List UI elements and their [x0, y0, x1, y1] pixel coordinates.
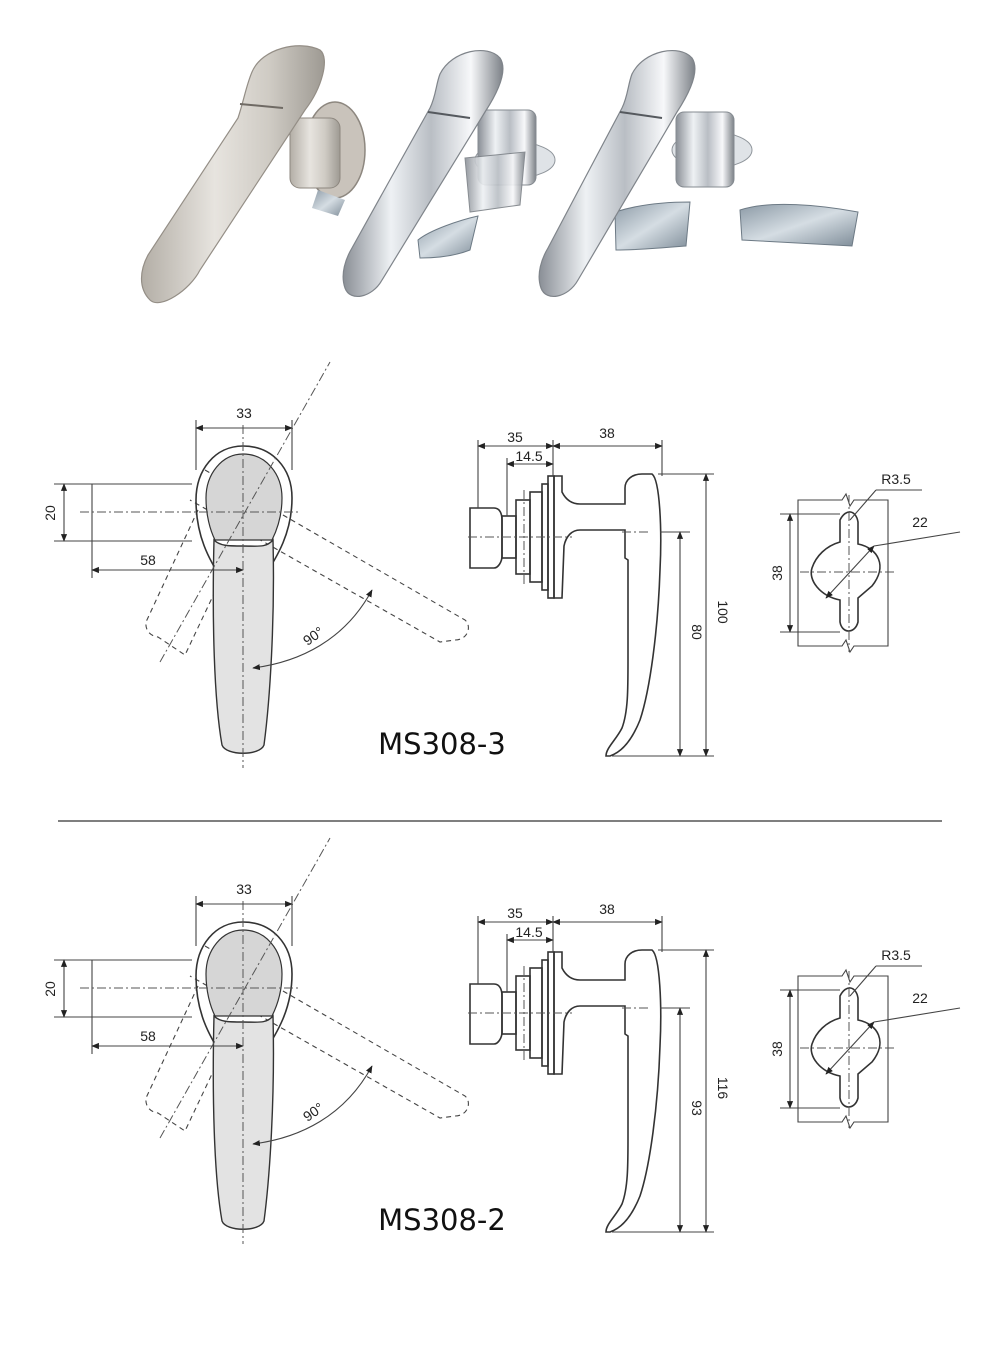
- side-grip-height-label: 93: [689, 1100, 705, 1116]
- side-grip-height-label: 80: [689, 624, 705, 640]
- side-depth-label: 35: [507, 905, 523, 921]
- cutout-height-label: 38: [769, 1041, 785, 1057]
- side-body-label: 14.5: [515, 924, 542, 940]
- front-offset-label: 58: [140, 1028, 156, 1044]
- side-view: 35 38 14.5 116 93: [468, 901, 731, 1233]
- front-width-label: 33: [236, 405, 252, 421]
- satin-handle-image: [140, 45, 366, 304]
- side-body-label: 14.5: [515, 448, 542, 464]
- side-reach-label: 38: [599, 901, 615, 917]
- cutout-diameter-label: 22: [912, 514, 928, 530]
- side-reach-label: 38: [599, 425, 615, 441]
- side-view: 35 38 14.5 100 80: [468, 425, 731, 757]
- cutout-view: 22 R3.5 38: [769, 947, 961, 1130]
- model-label: MS308-2: [378, 1203, 506, 1237]
- drawing-ms308-3: 33 20 58 90° MS308-3: [42, 361, 961, 768]
- front-rotation-label: 90°: [300, 623, 327, 648]
- model-label: MS308-3: [378, 727, 506, 761]
- front-view: 33 20 58 90°: [42, 837, 469, 1244]
- chrome-handle-image-1: [342, 50, 556, 297]
- cutout-radius-label: R3.5: [881, 947, 911, 963]
- drawing-ms308-2: 33 20 58 90° MS308-2: [42, 837, 961, 1244]
- cutout-diameter-label: 22: [912, 990, 928, 1006]
- front-rotation-label: 90°: [300, 1099, 327, 1124]
- chrome-handle-image-2: [538, 50, 859, 297]
- front-view: 33 20 58 90°: [42, 361, 469, 768]
- cutout-view: 22 R3.5 38: [769, 471, 961, 654]
- side-depth-label: 35: [507, 429, 523, 445]
- front-offset-label: 58: [140, 552, 156, 568]
- front-lever-height-label: 20: [42, 505, 58, 521]
- side-total-height-label: 100: [715, 600, 731, 624]
- cutout-height-label: 38: [769, 565, 785, 581]
- cutout-radius-label: R3.5: [881, 471, 911, 487]
- side-total-height-label: 116: [715, 1077, 731, 1100]
- front-lever-height-label: 20: [42, 981, 58, 997]
- product-photo: [140, 45, 859, 304]
- front-width-label: 33: [236, 881, 252, 897]
